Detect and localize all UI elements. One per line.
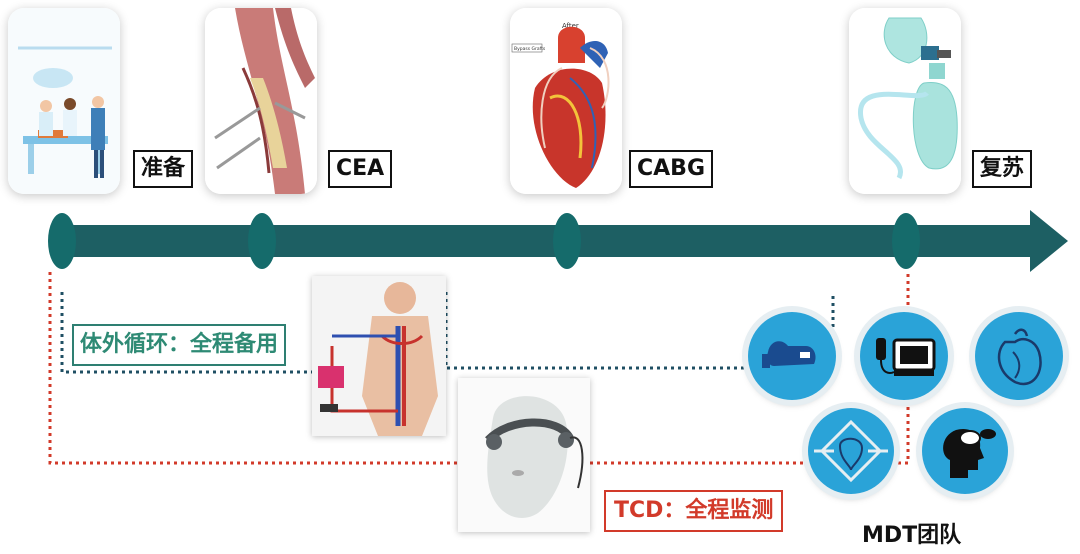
- timeline-node-recovery: [892, 213, 920, 269]
- operating-room-card: [8, 8, 120, 194]
- tcd-headset-illustration-icon: [458, 378, 590, 532]
- stage-label-cea: CEA: [328, 150, 393, 188]
- cpb-body-illustration-icon: [312, 276, 446, 436]
- bypass-heart-illustration-icon: After Bypass Grafts: [510, 8, 622, 194]
- cabg-card: After Bypass Grafts: [510, 8, 622, 194]
- doctor-head-mirror-icon: [922, 408, 1008, 494]
- watermark-text: 脑: [1000, 492, 1018, 513]
- resuscitation-card: [849, 8, 961, 194]
- cea-card: [205, 8, 317, 194]
- heart-caption-text: After: [562, 22, 579, 30]
- ultrasound-probe-icon: [748, 312, 836, 400]
- heart-icon: [975, 312, 1063, 400]
- cpb-dotted-line: [60, 292, 835, 374]
- tcd-monitoring-label: TCD：全程监测: [604, 490, 784, 532]
- stage-label-cabg: CABG: [629, 150, 713, 188]
- stage-label-prep: 准备: [133, 150, 194, 188]
- timeline-node-cabg: [553, 213, 581, 269]
- resuscitation-bag-illustration-icon: [849, 8, 961, 194]
- tcd-headset-image: [458, 378, 590, 532]
- cpb-standby-label: 体外循环：全程备用: [72, 324, 287, 366]
- timeline-node-prep: [48, 213, 76, 269]
- graft-caption-text: Bypass Grafts: [514, 46, 546, 52]
- cpb-anatomy-image: [312, 276, 446, 436]
- tcd-dotted-line: [48, 272, 910, 465]
- stage-label-recovery: 复苏: [972, 150, 1033, 188]
- mdt-team-title: MDT团队: [862, 523, 962, 548]
- timeline-node-cea: [248, 213, 276, 269]
- heart-network-icon: [808, 408, 894, 494]
- carotid-endarterectomy-illustration-icon: [205, 8, 317, 194]
- operating-room-illustration-icon: [8, 8, 120, 194]
- monitor-machine-icon: [860, 312, 948, 400]
